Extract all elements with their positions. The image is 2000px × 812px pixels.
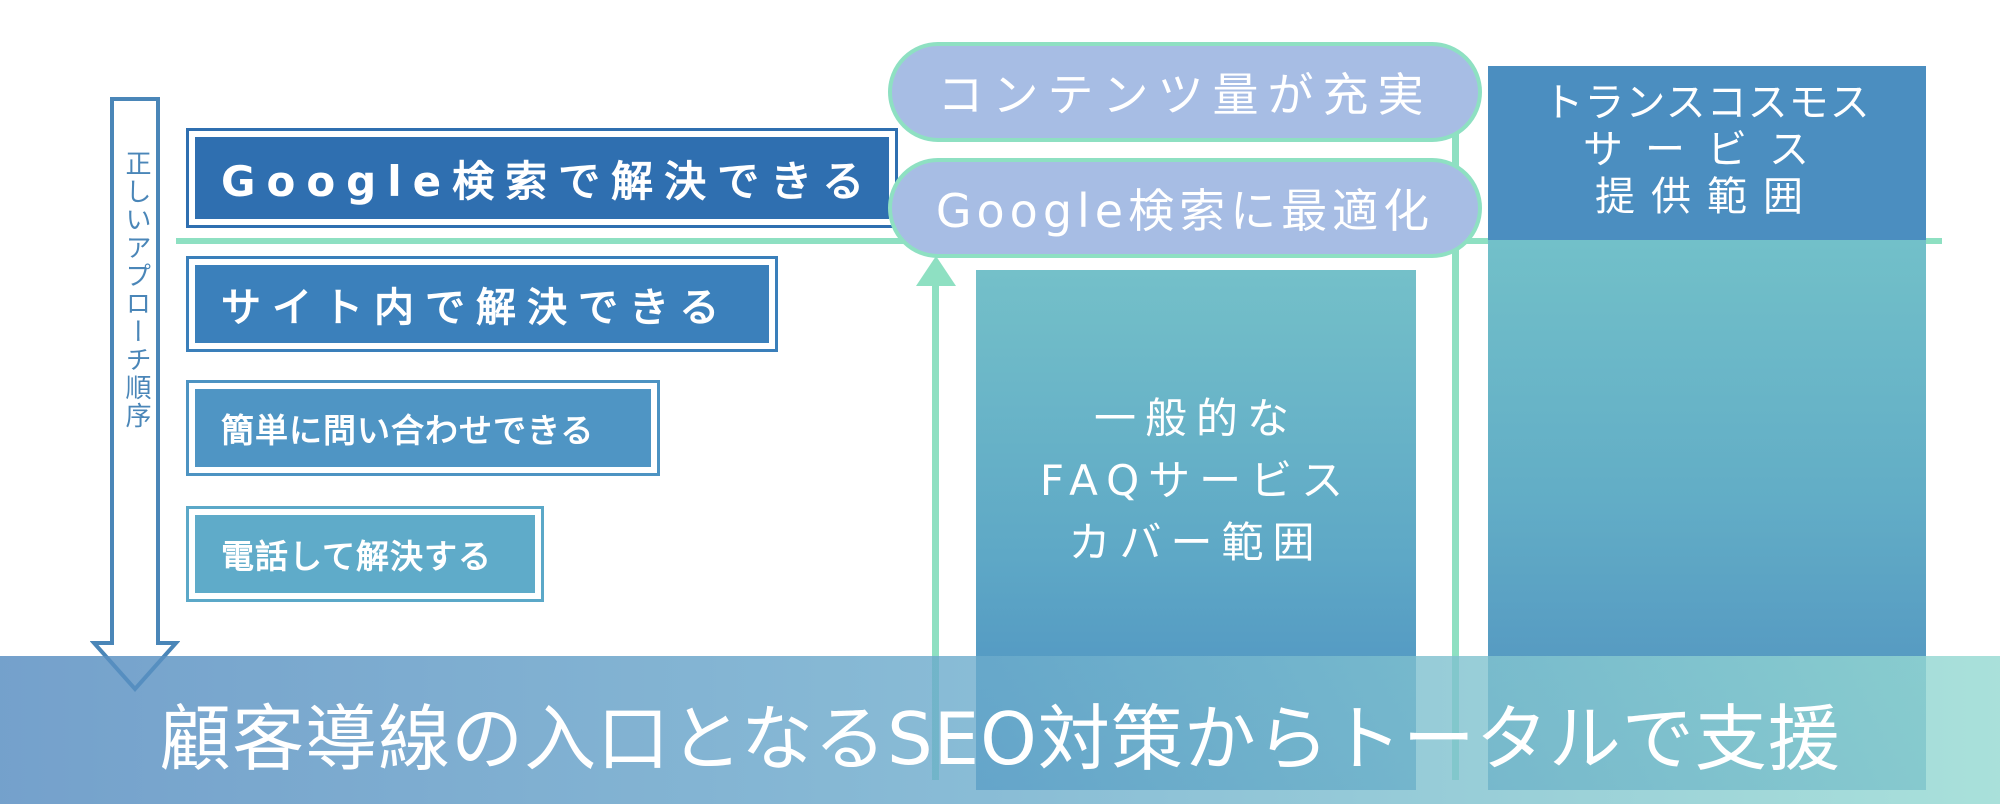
transcosmos-service-text: トランスコスモス サービス 提供範囲 [1488, 80, 1926, 221]
caption-text: 顧客導線の入口となるSEO対策からトータルで支援 [159, 696, 1841, 781]
step-label: Google検索で解決できる [195, 137, 889, 219]
faq-line-1: 一般的な [1093, 394, 1298, 443]
faq-coverage-text: 一般的な FAQサービス カバー範囲 [976, 388, 1416, 574]
step-label: 電話して解決する [195, 515, 535, 593]
step-google-search: Google検索で解決できる [186, 128, 898, 228]
faq-line-2: FAQサービス [1039, 456, 1353, 505]
tc-line-1: トランスコスモス [1543, 80, 1871, 126]
step-site-search: サイト内で解決できる [186, 256, 778, 352]
tc-line-2: サービス [1583, 127, 1831, 173]
arrowhead-up-icon [916, 256, 956, 286]
step-label: 簡単に問い合わせできる [195, 389, 651, 467]
vertical-connector-left [932, 280, 939, 780]
faq-line-3: カバー範囲 [1068, 518, 1324, 567]
approach-order-label: 正しいアプローチ順序 [121, 150, 151, 430]
caption-band: 顧客導線の入口となるSEO対策からトータルで支援 [0, 656, 2000, 804]
tc-line-3: 提供範囲 [1595, 174, 1819, 220]
pill-google-optimized: Google検索に最適化 [888, 158, 1482, 258]
step-phone: 電話して解決する [186, 506, 544, 602]
step-inquiry: 簡単に問い合わせできる [186, 380, 660, 476]
pill-content-volume: コンテンツ量が充実 [888, 42, 1482, 142]
step-label: サイト内で解決できる [195, 265, 769, 343]
vertical-connector-right [1452, 80, 1459, 780]
